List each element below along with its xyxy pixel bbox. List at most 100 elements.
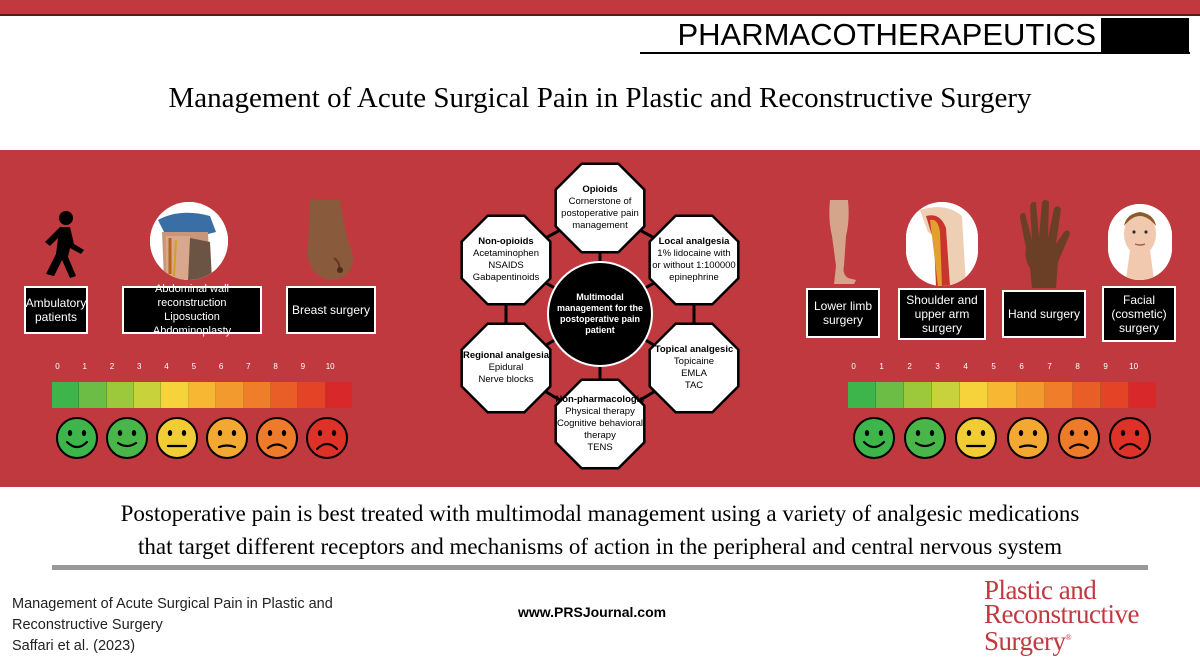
pain-scale-segment: [960, 382, 989, 408]
shoulder-illustration: [906, 202, 978, 286]
pain-scale-segment: [270, 382, 299, 408]
strategy-body: Physical therapy Cognitive behavioral th…: [556, 406, 644, 453]
journal-url[interactable]: www.PRSJournal.com: [518, 604, 667, 620]
pain-scale-segment: [1100, 382, 1129, 408]
leg-illustration: [829, 200, 856, 284]
pain-scale-number: 8: [1075, 362, 1080, 371]
strategy-octagon: [648, 214, 740, 306]
procedure-label-facial: Facial (cosmetic) surgery: [1102, 286, 1176, 342]
procedure-label-breast: Breast surgery: [286, 286, 376, 334]
pain-scale-segment: [904, 382, 933, 408]
pain-face-very-happy-icon: [56, 417, 98, 459]
pain-scale-segment: [106, 382, 135, 408]
pain-scale-number: 5: [191, 362, 197, 371]
pain-scale-segment: [1128, 382, 1157, 408]
strategy-octagon: [554, 162, 646, 254]
pain-scale-number: 2: [907, 362, 912, 371]
strategy-body: Topicaine EMLA TAC: [673, 356, 715, 391]
conclusion-line-1: Postoperative pain is best treated with …: [120, 501, 1080, 526]
pain-scale-segment: [848, 382, 877, 408]
pain-face-slightly-sad-icon: [206, 417, 248, 459]
strategy-octagon: [648, 322, 740, 414]
pain-scale-number: 3: [935, 362, 940, 371]
pain-scale-segment: [325, 382, 352, 408]
strategy-body: Cornerstone of postoperative pain manage…: [561, 196, 639, 231]
pain-scale-segment: [52, 382, 80, 408]
face-illustration: [1108, 204, 1172, 280]
pain-scale-number: 4: [164, 362, 169, 371]
pain-face-sad-icon: [1058, 417, 1100, 459]
citation-line-1: Management of Acute Surgical Pain in Pla…: [12, 596, 333, 612]
pain-scale-segment: [79, 382, 107, 408]
section-label-block: [1101, 18, 1189, 52]
top-accent-bar: [0, 0, 1200, 14]
pain-scale-number: 1: [879, 362, 884, 371]
pain-scale-number: 10: [1129, 362, 1139, 371]
conclusion-rule: [52, 565, 1148, 570]
procedure-label-ambulatory: Ambulatory patients: [24, 286, 88, 334]
center-hub-circle: [547, 261, 653, 367]
pain-scale-segment: [1072, 382, 1101, 408]
pain-scale-segment: [988, 382, 1017, 408]
center-hub-label: Multimodal management for the postoperat…: [556, 292, 643, 335]
pain-scale-number: 1: [82, 362, 87, 371]
pain-scale-number: 7: [246, 362, 251, 371]
top-accent-line: [0, 14, 1200, 16]
multimodal-diagram: [460, 162, 740, 470]
conclusion-line-2: that target different receptors and mech…: [138, 534, 1062, 559]
strategy-octagon: [460, 214, 552, 306]
pain-scale-segment: [876, 382, 905, 408]
journal-logo: Plastic and Reconstructive Surgery®: [984, 575, 1139, 656]
page-title: Management of Acute Surgical Pain in Pla…: [168, 82, 1032, 114]
pain-scale-bar: [848, 382, 1157, 408]
logo-line-2: Reconstructive: [984, 599, 1139, 629]
pain-scale-number: 8: [273, 362, 278, 371]
citation-line-3: Saffari et al. (2023): [12, 638, 136, 654]
strategy-title: Non-opioids: [478, 236, 534, 247]
pain-scale-number: 7: [1047, 362, 1052, 371]
procedure-label-hand: Hand surgery: [1002, 290, 1086, 338]
logo-line-3-text: Surgery: [984, 626, 1066, 656]
pain-scale-segment: [161, 382, 189, 408]
pain-scale-segment: [1016, 382, 1045, 408]
walking-person-icon: [45, 211, 84, 278]
citation: Management of Acute Surgical Pain in Pla…: [12, 594, 333, 657]
logo-line-1: Plastic and: [984, 575, 1097, 605]
section-label: PHARMACOTHERAPEUTICS: [677, 17, 1096, 52]
logo-line-3: Surgery®: [984, 626, 1139, 656]
hand-illustration: [1020, 200, 1070, 288]
pain-face-very-happy-icon: [852, 417, 895, 459]
pain-scale-segment: [1044, 382, 1073, 408]
pain-scale-segment: [298, 382, 326, 408]
pain-scale-segment: [932, 382, 961, 408]
strategy-body: 1% lidocaine with or without 1:100000 ep…: [652, 248, 736, 283]
pain-scale-number: 6: [218, 362, 224, 371]
pain-scale-number: 4: [963, 362, 968, 371]
strategy-title: Local analgesia: [658, 236, 730, 247]
pain-scale-number: 3: [137, 362, 142, 371]
pain-scale-number: 2: [109, 362, 115, 371]
strategy-octagon: [460, 322, 552, 414]
pain-scale-number: 6: [1019, 362, 1024, 371]
pain-face-happy-icon: [904, 417, 946, 459]
pain-scale-segment: [134, 382, 162, 408]
procedure-label-shoulder: Shoulder and upper arm surgery: [898, 288, 986, 340]
pain-scale-segment: [188, 382, 217, 408]
pain-face-neutral-icon: [955, 417, 998, 459]
pain-scale-number: 10: [325, 362, 335, 371]
strategy-title: Topical analgesic: [654, 344, 734, 355]
section-rule: [640, 52, 1190, 54]
pain-scale-number: 9: [1103, 362, 1108, 371]
strategy-title: Non-pharmacologic: [555, 394, 645, 405]
pain-scale-number: 0: [55, 362, 60, 371]
strategy-body: Epidural Nerve blocks: [478, 362, 534, 385]
citation-line-2: Reconstructive Surgery: [12, 617, 163, 633]
